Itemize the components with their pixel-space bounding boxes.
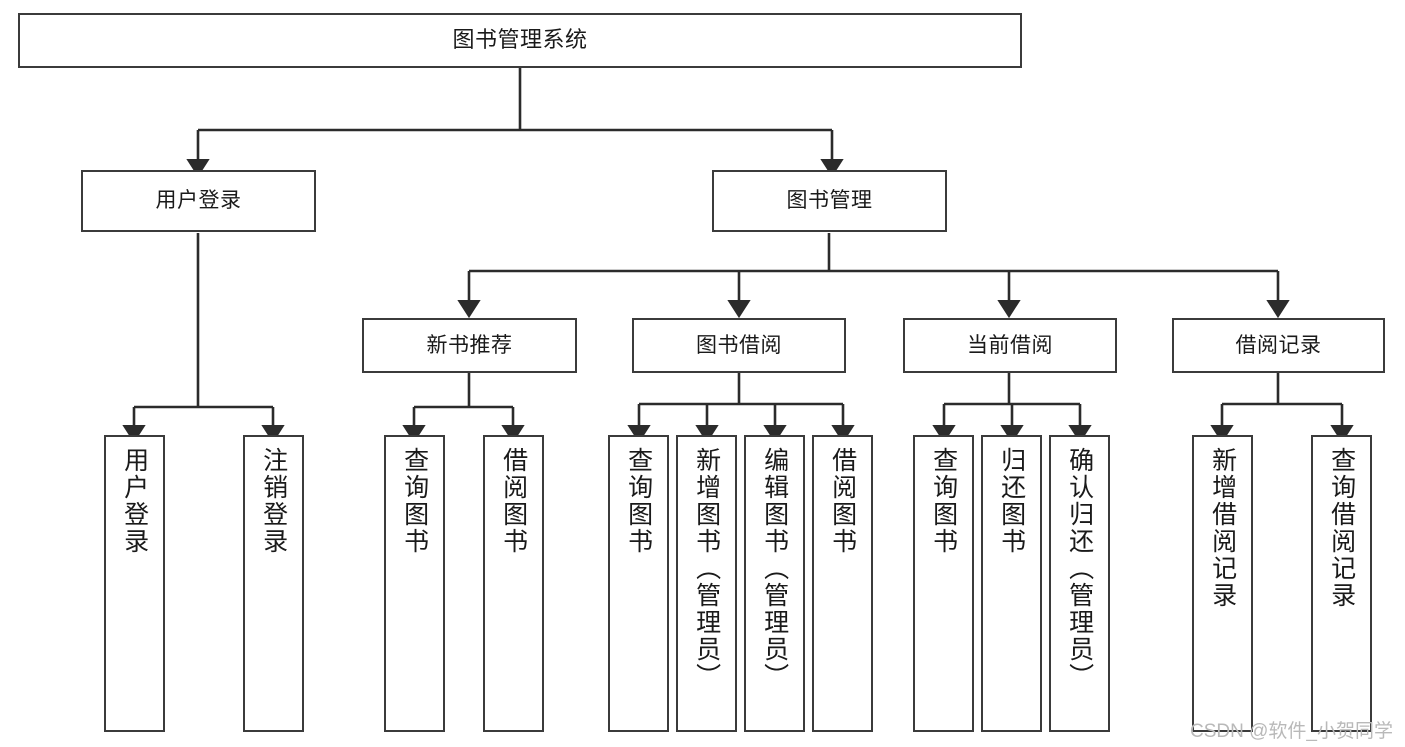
leaf-current-borrow-confirm-return-admin[interactable]: 确认归还（管理员）	[1049, 435, 1110, 732]
leaf-book-borrow-query-books[interactable]: 查询图书	[608, 435, 669, 732]
node-label: 编辑图书（管理员）	[760, 447, 789, 690]
leaf-user-login-login[interactable]: 用户登录	[104, 435, 165, 732]
node-current-borrowing[interactable]: 当前借阅	[903, 318, 1117, 373]
node-label: 查询借阅记录	[1327, 447, 1356, 609]
leaf-book-borrow-add-book-admin[interactable]: 新增图书（管理员）	[676, 435, 737, 732]
node-label: 新增借阅记录	[1208, 447, 1237, 609]
leaf-book-borrow-edit-book-admin[interactable]: 编辑图书（管理员）	[744, 435, 805, 732]
node-book-borrowing[interactable]: 图书借阅	[632, 318, 846, 373]
node-label: 图书管理	[786, 189, 873, 213]
leaf-borrow-record-add-record[interactable]: 新增借阅记录	[1192, 435, 1253, 732]
node-new-book-recommendation[interactable]: 新书推荐	[362, 318, 577, 373]
leaf-user-login-logout[interactable]: 注销登录	[243, 435, 304, 732]
node-label: 归还图书	[997, 447, 1026, 555]
node-label: 图书借阅	[696, 333, 782, 357]
node-root-book-management-system[interactable]: 图书管理系统	[18, 13, 1022, 68]
leaf-book-borrow-borrow-books[interactable]: 借阅图书	[812, 435, 873, 732]
node-borrowing-record[interactable]: 借阅记录	[1172, 318, 1385, 373]
node-book-management[interactable]: 图书管理	[712, 170, 947, 232]
node-label: 查询图书	[929, 447, 958, 555]
node-label: 借阅记录	[1235, 333, 1322, 357]
node-label: 借阅图书	[499, 447, 528, 555]
leaf-new-book-query-books[interactable]: 查询图书	[384, 435, 445, 732]
node-label: 借阅图书	[828, 447, 857, 555]
node-label: 查询图书	[400, 447, 429, 555]
leaf-new-book-borrow-books[interactable]: 借阅图书	[483, 435, 544, 732]
leaf-current-borrow-return-books[interactable]: 归还图书	[981, 435, 1042, 732]
node-label: 图书管理系统	[452, 27, 588, 53]
node-label: 用户登录	[155, 189, 242, 213]
csdn-watermark: CSDN @软件_小贺同学	[1190, 721, 1393, 742]
node-label: 用户登录	[120, 447, 149, 555]
node-label: 当前借阅	[967, 333, 1053, 357]
node-label: 新书推荐	[426, 333, 513, 357]
leaf-borrow-record-query-record[interactable]: 查询借阅记录	[1311, 435, 1372, 732]
node-label: 新增图书（管理员）	[692, 447, 721, 690]
leaf-current-borrow-query-books[interactable]: 查询图书	[913, 435, 974, 732]
node-label: 确认归还（管理员）	[1065, 447, 1094, 690]
node-user-login[interactable]: 用户登录	[81, 170, 316, 232]
node-label: 注销登录	[259, 447, 288, 555]
node-label: 查询图书	[624, 447, 653, 555]
